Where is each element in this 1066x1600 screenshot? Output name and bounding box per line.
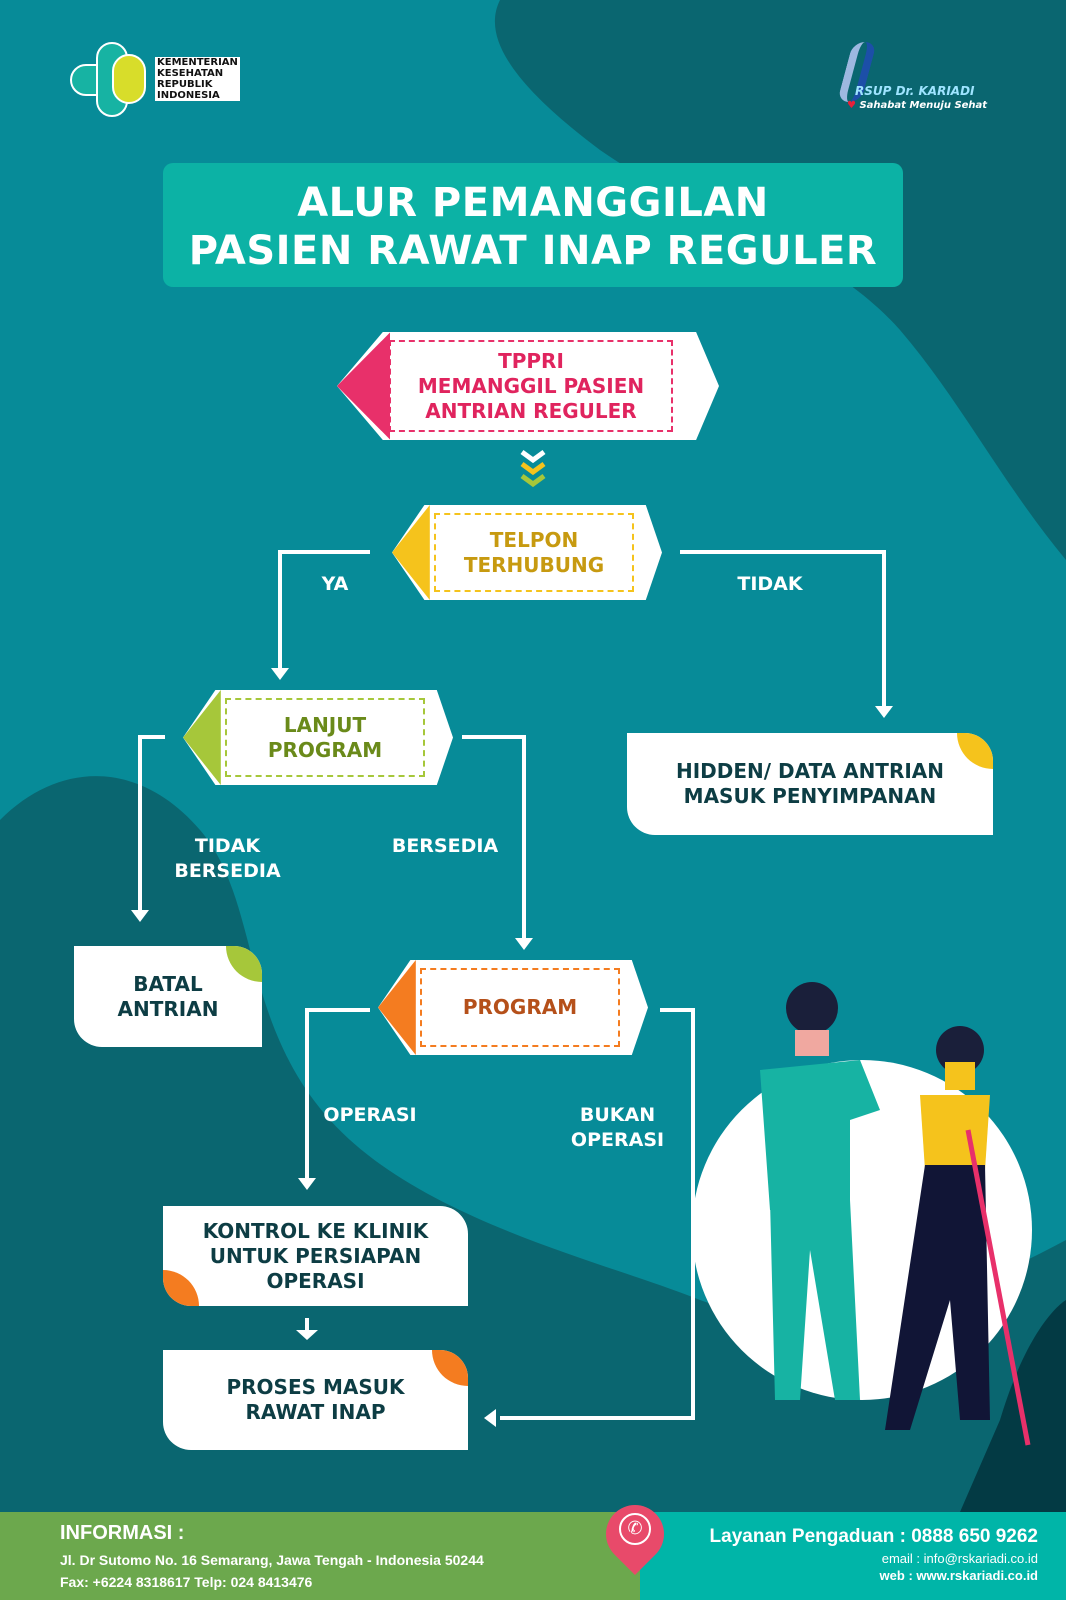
edge-label-bersedia: BERSEDIA	[391, 835, 499, 857]
chevron-down-icon	[520, 449, 546, 488]
node-program: PROGRAM	[378, 960, 648, 1055]
footer-contact: Layanan Pengaduan : 0888 650 9262 email …	[640, 1512, 1066, 1600]
heart-icon: ♥	[847, 100, 856, 111]
patient-nurse-illustration	[760, 982, 1031, 1446]
edge-label-tidak: TIDAK	[737, 573, 803, 595]
edge-label-operasi: OPERASI	[323, 1104, 417, 1126]
footer-info: INFORMASI : Jl. Dr Sutomo No. 16 Semaran…	[0, 1512, 640, 1600]
rsup-kariadi-logo: RSUP Dr. KARIADI ♥ Sahabat Menuju Sehat	[836, 42, 995, 117]
kemenkes-logo	[70, 42, 150, 117]
edge-label-ya: YA	[321, 573, 349, 595]
phone-icon: ✆	[619, 1513, 651, 1545]
